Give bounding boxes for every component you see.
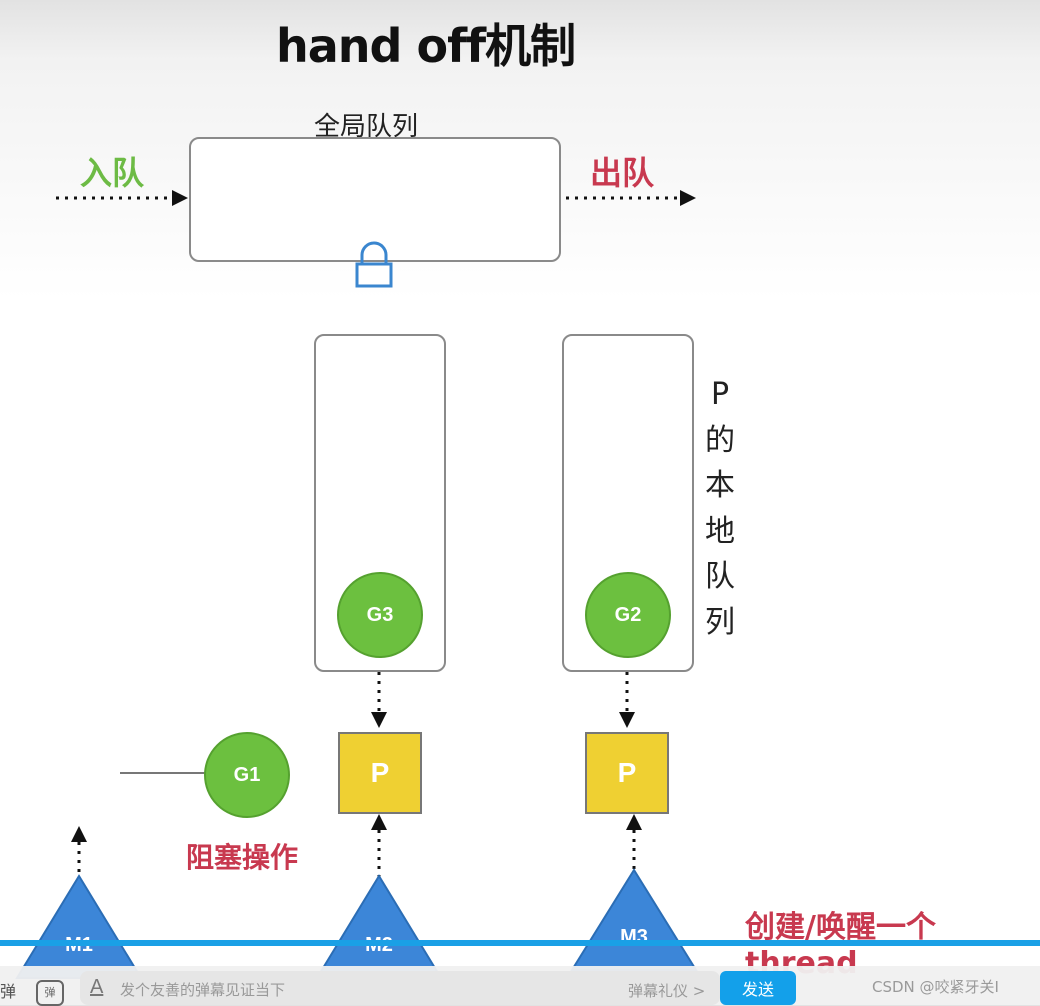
queue-to-p-arrow-1 — [371, 672, 387, 728]
queue-to-p-arrow-2 — [619, 672, 635, 728]
goroutine-g3: G3 — [337, 572, 423, 658]
m-to-p-arrow-2 — [371, 814, 387, 880]
local-queue-box-2 — [562, 334, 694, 672]
enqueue-arrow — [56, 190, 188, 206]
machine-m3 — [570, 868, 698, 971]
machine-m1 — [15, 874, 143, 979]
goroutine-g2: G2 — [585, 572, 671, 658]
dequeue-arrow — [566, 190, 696, 206]
watermark: CSDN @咬紧牙关I — [872, 978, 999, 996]
danmu-input[interactable] — [118, 978, 602, 1002]
lock-icon — [355, 241, 393, 288]
danmu-input-area: A 弹幕礼仪 > — [80, 971, 720, 1005]
m-to-p-arrow-1 — [71, 826, 87, 880]
processor-p-1: P — [338, 732, 422, 814]
enqueue-label: 入队 — [80, 154, 145, 192]
danmu-style-icon[interactable]: A — [90, 976, 104, 998]
processor-p-2: P — [585, 732, 669, 814]
page-title: hand off机制 — [276, 19, 576, 73]
video-progress-line[interactable] — [0, 940, 1040, 946]
machine-m2 — [315, 874, 443, 979]
m-to-p-arrow-3 — [626, 814, 642, 872]
dequeue-label: 出队 — [590, 154, 655, 192]
danmu-etiquette-link[interactable]: 弹幕礼仪 > — [628, 982, 706, 1000]
global-queue-box — [189, 137, 561, 262]
goroutine-g1: G1 — [204, 732, 290, 818]
danmu-toggle-icon[interactable]: 弹 — [0, 984, 17, 1001]
danmu-settings-icon[interactable]: 弹 — [36, 980, 64, 1006]
local-queue-label: P 的 本 地 队 列 — [705, 377, 735, 640]
send-danmu-button[interactable]: 发送 — [720, 971, 796, 1005]
blocking-operation-label: 阻塞操作 — [186, 841, 299, 874]
